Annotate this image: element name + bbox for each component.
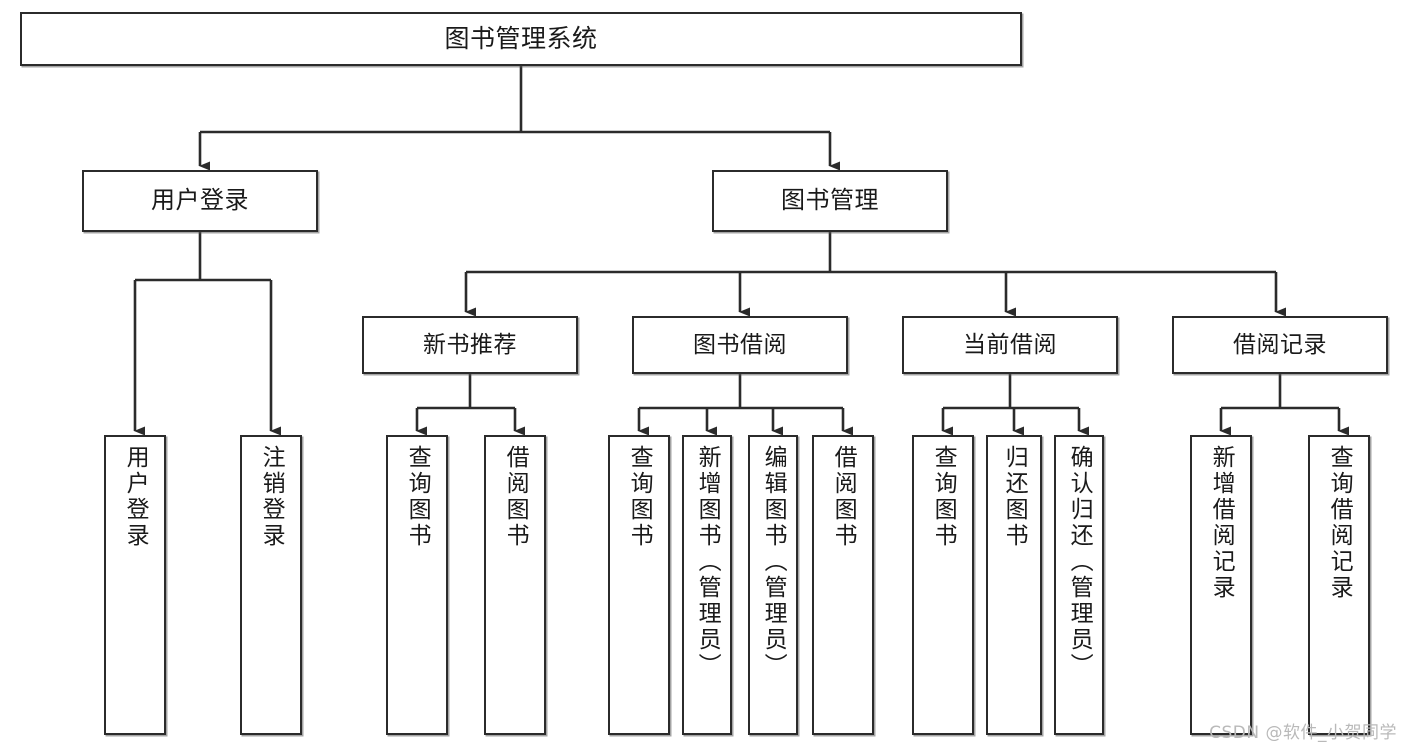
- node-leaf-user-logout[interactable]: 注销登录: [240, 435, 302, 735]
- node-leaf-borrow-book[interactable]: 借阅图书: [812, 435, 874, 735]
- node-leaf-query-book-rec[interactable]: 查询图书: [386, 435, 448, 735]
- node-leaf-user-login-label: 用户登录: [122, 445, 149, 549]
- node-current-borrow[interactable]: 当前借阅: [902, 316, 1118, 374]
- node-root-system[interactable]: 图书管理系统: [20, 12, 1022, 66]
- node-leaf-confirm-return[interactable]: 确认归还（管理员）: [1054, 435, 1104, 735]
- node-leaf-user-login[interactable]: 用户登录: [104, 435, 166, 735]
- node-leaf-query-book-current[interactable]: 查询图书: [912, 435, 974, 735]
- node-leaf-return-book[interactable]: 归还图书: [986, 435, 1042, 735]
- node-leaf-query-record-label: 查询借阅记录: [1326, 445, 1353, 601]
- node-book-borrow[interactable]: 图书借阅: [632, 316, 848, 374]
- node-borrow-record[interactable]: 借阅记录: [1172, 316, 1388, 374]
- node-root-system-label: 图书管理系统: [444, 23, 598, 53]
- node-leaf-borrow-book-label: 借阅图书: [830, 445, 857, 549]
- csdn-watermark: CSDN @软件_小贺同学: [1209, 723, 1397, 743]
- node-leaf-edit-book-label: 编辑图书（管理员）: [760, 445, 787, 679]
- node-book-manage[interactable]: 图书管理: [712, 170, 948, 232]
- node-leaf-query-book-borrow[interactable]: 查询图书: [608, 435, 670, 735]
- node-new-book-rec[interactable]: 新书推荐: [362, 316, 578, 374]
- node-new-book-rec-label: 新书推荐: [423, 331, 517, 358]
- node-leaf-query-book-current-label: 查询图书: [930, 445, 957, 549]
- node-borrow-record-label: 借阅记录: [1233, 331, 1327, 358]
- node-current-borrow-label: 当前借阅: [963, 331, 1057, 358]
- node-leaf-borrow-book-rec[interactable]: 借阅图书: [484, 435, 546, 735]
- node-leaf-user-logout-label: 注销登录: [258, 445, 285, 549]
- node-leaf-add-record-label: 新增借阅记录: [1208, 445, 1235, 601]
- node-leaf-query-record[interactable]: 查询借阅记录: [1308, 435, 1370, 735]
- node-leaf-confirm-return-label: 确认归还（管理员）: [1066, 445, 1093, 679]
- node-leaf-edit-book[interactable]: 编辑图书（管理员）: [748, 435, 798, 735]
- node-user-login[interactable]: 用户登录: [82, 170, 318, 232]
- node-leaf-return-book-label: 归还图书: [1001, 445, 1028, 549]
- node-leaf-add-record[interactable]: 新增借阅记录: [1190, 435, 1252, 735]
- node-leaf-add-book[interactable]: 新增图书（管理员）: [682, 435, 732, 735]
- node-book-borrow-label: 图书借阅: [693, 331, 787, 358]
- node-leaf-query-book-rec-label: 查询图书: [404, 445, 431, 549]
- node-book-manage-label: 图书管理: [781, 186, 879, 215]
- node-leaf-borrow-book-rec-label: 借阅图书: [502, 445, 529, 549]
- node-leaf-add-book-label: 新增图书（管理员）: [694, 445, 721, 679]
- node-leaf-query-book-borrow-label: 查询图书: [626, 445, 653, 549]
- node-user-login-label: 用户登录: [151, 186, 249, 215]
